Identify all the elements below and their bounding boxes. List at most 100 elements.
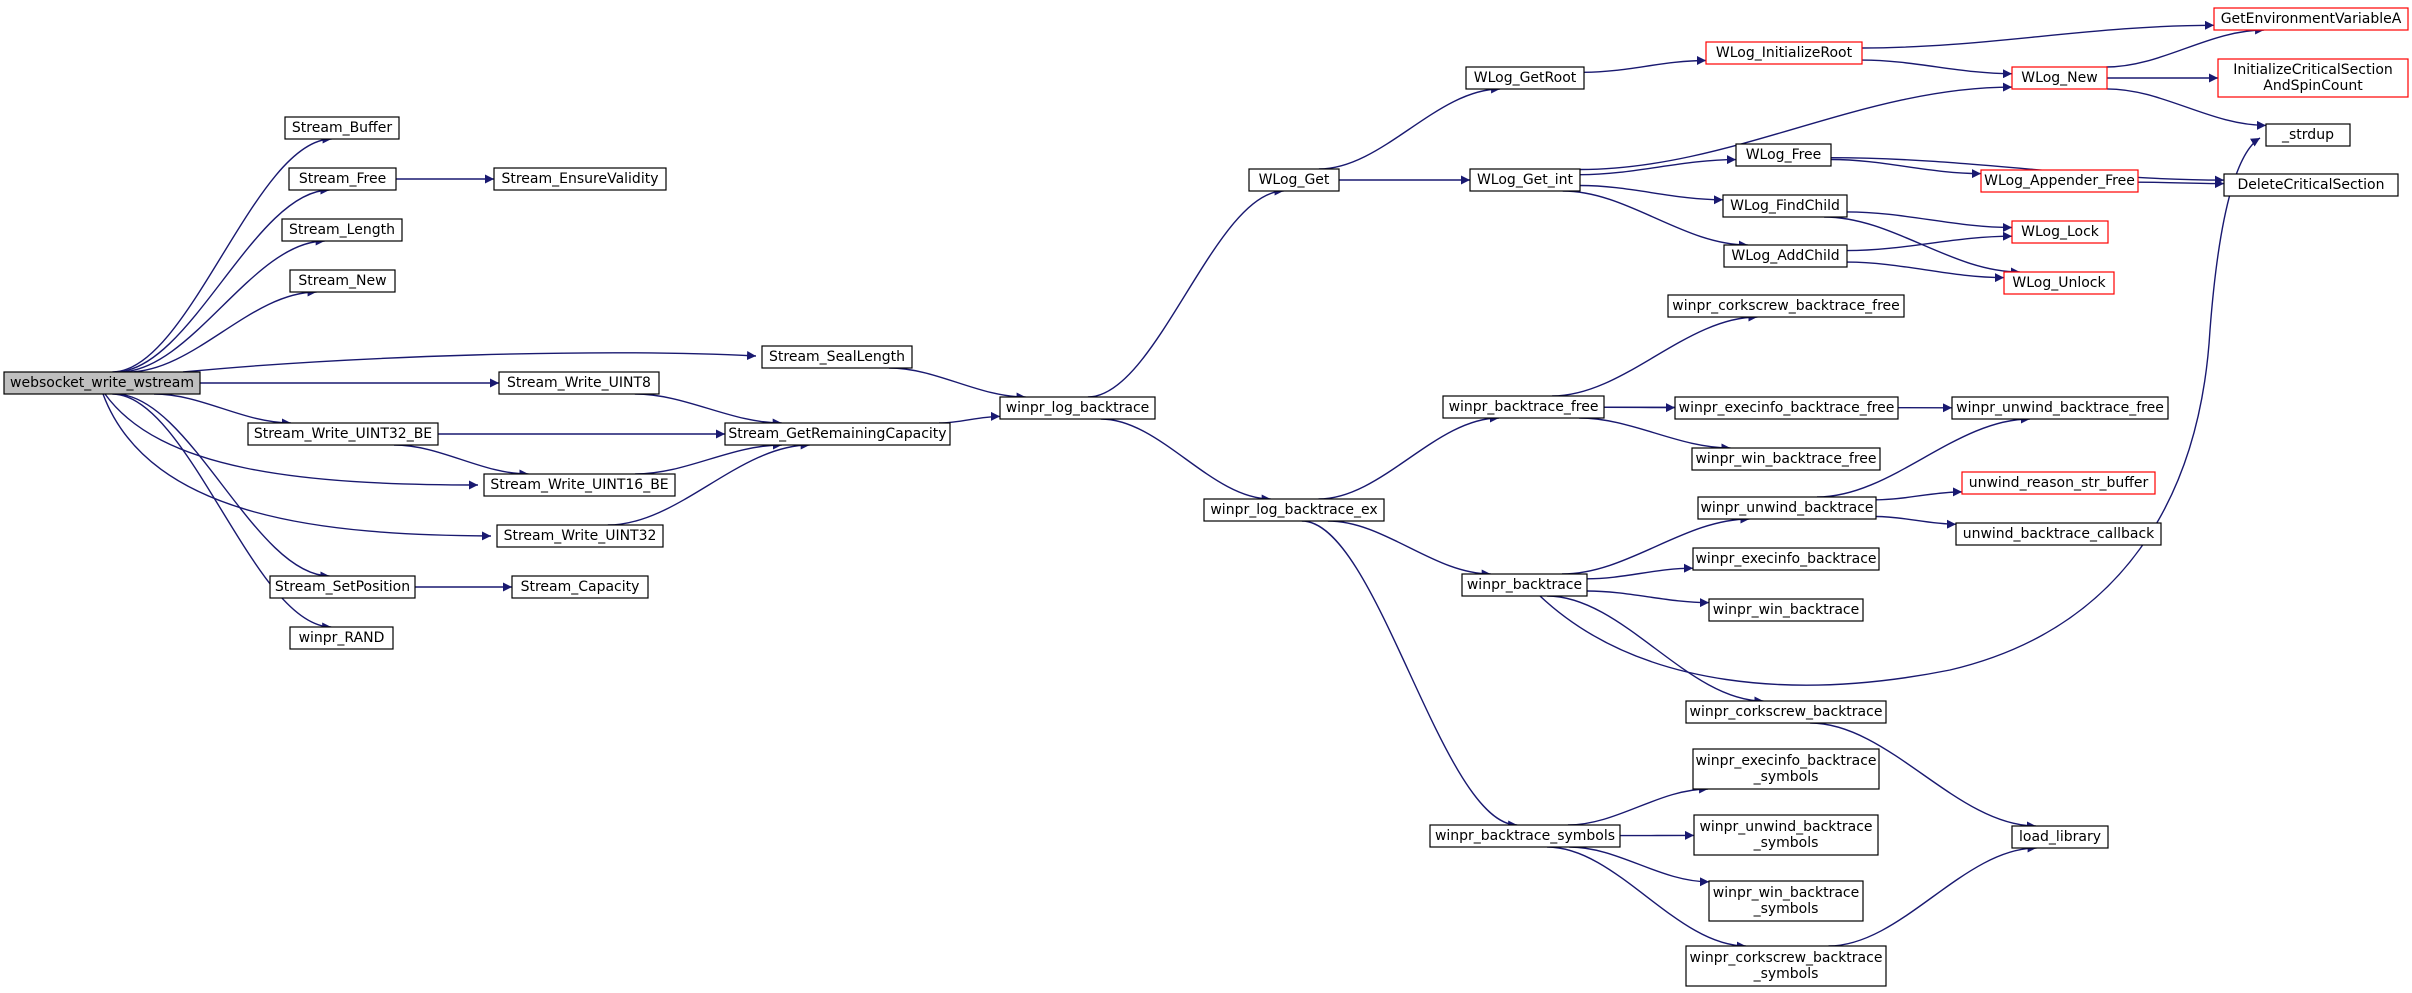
node-WLog_AddChild[interactable]: WLog_AddChild	[1723, 244, 1848, 268]
node-Stream_EnsureValidity[interactable]: Stream_EnsureValidity	[493, 167, 667, 191]
edge-WLog_Get_int-to-WLog_New	[1579, 82, 2013, 171]
edge-winpr_backtrace_free-to-winpr_corkscrew_backtrace_free	[1552, 312, 1758, 397]
node-Stream_Capacity[interactable]: Stream_Capacity	[511, 575, 649, 599]
node-WLog_Lock[interactable]: WLog_Lock	[2011, 220, 2109, 244]
node-box	[724, 422, 951, 446]
node-box	[247, 422, 439, 446]
edge-root-to-Stream_SealLength	[182, 351, 757, 373]
edge-Stream_GetRemainingCapacity-to-winpr_log_backtrace	[938, 411, 1001, 424]
node-box	[1461, 573, 1588, 597]
node-label: winpr_corkscrew_backtrace	[1690, 950, 1883, 966]
node-label: _symbols	[1753, 769, 1819, 785]
node-winpr_unwind_backtrace_free[interactable]: winpr_unwind_backtrace_free	[1951, 396, 2169, 420]
node-box	[289, 269, 396, 293]
node-box	[2213, 7, 2409, 31]
node-label: winpr_execinfo_backtrace	[1695, 551, 1876, 567]
node-WLog_Get[interactable]: WLog_Get	[1248, 168, 1340, 192]
node-WLog_Free[interactable]: WLog_Free	[1735, 143, 1832, 167]
node-Stream_Write_UINT32_BE[interactable]: Stream_Write_UINT32_BE	[247, 422, 439, 446]
edge-WLog_Free-to-WLog_Appender_Free	[1830, 158, 1982, 179]
node-winpr_unwind_backtrace_symbols[interactable]: winpr_unwind_backtrace_symbols	[1693, 814, 1879, 856]
node-Stream_Free[interactable]: Stream_Free	[288, 167, 397, 191]
node-load_library[interactable]: load_library	[2011, 825, 2109, 849]
node-Stream_Buffer[interactable]: Stream_Buffer	[284, 116, 400, 140]
node-label: Stream_Capacity	[521, 579, 640, 595]
node-winpr_win_backtrace_free[interactable]: winpr_win_backtrace_free	[1691, 447, 1881, 471]
node-winpr_corkscrew_backtrace[interactable]: winpr_corkscrew_backtrace	[1685, 700, 1887, 724]
node-winpr_log_backtrace[interactable]: winpr_log_backtrace	[999, 396, 1156, 420]
node-winpr_corkscrew_backtrace_free[interactable]: winpr_corkscrew_backtrace_free	[1667, 294, 1905, 318]
edge-root-to-Stream_Free	[114, 185, 330, 373]
node-WLog_InitializeRoot[interactable]: WLog_InitializeRoot	[1705, 41, 1863, 65]
node-winpr_unwind_backtrace[interactable]: winpr_unwind_backtrace	[1697, 496, 1877, 520]
edge-WLog_FindChild-to-WLog_Lock	[1846, 211, 2013, 232]
node-unwind_reason_str_buffer[interactable]: unwind_reason_str_buffer	[1961, 471, 2156, 495]
edge-winpr_backtrace-to-winpr_win_backtrace	[1586, 590, 1710, 608]
node-WLog_Get_int[interactable]: WLog_Get_int	[1469, 168, 1581, 192]
node-box	[1693, 814, 1879, 856]
node-label: Stream_Length	[289, 222, 395, 238]
node-box	[1951, 396, 2169, 420]
node-winpr_execinfo_backtrace_symbols[interactable]: winpr_execinfo_backtrace_symbols	[1692, 748, 1880, 790]
node-box	[511, 575, 649, 599]
node-WLog_GetRoot[interactable]: WLog_GetRoot	[1465, 66, 1585, 90]
node-label: winpr_log_backtrace	[1006, 400, 1150, 416]
node-label: WLog_Unlock	[2012, 275, 2106, 291]
node-label: winpr_log_backtrace_ex	[1210, 502, 1377, 518]
edge-WLog_GetRoot-to-WLog_InitializeRoot	[1583, 56, 1707, 73]
node-winpr_backtrace_free[interactable]: winpr_backtrace_free	[1442, 395, 1605, 419]
node-root[interactable]: websocket_write_wstream	[3, 371, 201, 395]
node-WLog_Unlock[interactable]: WLog_Unlock	[2003, 271, 2115, 295]
node-Stream_GetRemainingCapacity[interactable]: Stream_GetRemainingCapacity	[724, 422, 951, 446]
node-unwind_backtrace_callback[interactable]: unwind_backtrace_callback	[1955, 522, 2162, 546]
node-Stream_New[interactable]: Stream_New	[289, 269, 396, 293]
node-box	[1697, 496, 1877, 520]
node-box	[1674, 396, 1899, 420]
node-WLog_New[interactable]: WLog_New	[2011, 66, 2108, 90]
node-winpr_win_backtrace[interactable]: winpr_win_backtrace	[1708, 598, 1864, 622]
node-Stream_Write_UINT8[interactable]: Stream_Write_UINT8	[498, 371, 660, 395]
node-_strdup[interactable]: _strdup	[2265, 123, 2351, 147]
node-label: unwind_backtrace_callback	[1963, 526, 2155, 542]
node-label: websocket_write_wstream	[10, 375, 194, 391]
edge-root-to-Stream_Write_UINT32_BE	[153, 393, 292, 428]
edge-Stream_Write_UINT32-to-Stream_GetRemainingCapacity	[607, 440, 810, 526]
node-DeleteCriticalSection[interactable]: DeleteCriticalSection	[2223, 173, 2399, 197]
edge-winpr_backtrace-to-winpr_unwind_backtrace	[1561, 514, 1750, 575]
node-label: winpr_win_backtrace	[1713, 602, 1859, 618]
node-box	[498, 371, 660, 395]
node-winpr_execinfo_backtrace_free[interactable]: winpr_execinfo_backtrace_free	[1674, 396, 1899, 420]
node-winpr_win_backtrace_symbols[interactable]: winpr_win_backtrace_symbols	[1708, 880, 1864, 922]
node-WLog_Appender_Free[interactable]: WLog_Appender_Free	[1980, 169, 2139, 193]
node-Stream_Write_UINT16_BE[interactable]: Stream_Write_UINT16_BE	[483, 473, 676, 497]
edge-root-to-Stream_Length	[119, 236, 325, 373]
node-label: Stream_Write_UINT8	[507, 375, 651, 391]
node-Stream_SetPosition[interactable]: Stream_SetPosition	[269, 575, 416, 599]
node-box	[2223, 173, 2399, 197]
node-winpr_log_backtrace_ex[interactable]: winpr_log_backtrace_ex	[1203, 498, 1385, 522]
node-label: Stream_Buffer	[292, 120, 392, 136]
node-label: Stream_GetRemainingCapacity	[728, 426, 946, 442]
node-label: Stream_Write_UINT16_BE	[490, 477, 668, 493]
node-winpr_backtrace_symbols[interactable]: winpr_backtrace_symbols	[1429, 824, 1621, 848]
node-Stream_Write_UINT32[interactable]: Stream_Write_UINT32	[496, 524, 664, 548]
node-winpr_corkscrew_backtrace_symbols[interactable]: winpr_corkscrew_backtrace_symbols	[1685, 945, 1887, 987]
edge-winpr_log_backtrace-to-winpr_log_backtrace_ex	[1100, 418, 1271, 504]
node-WLog_FindChild[interactable]: WLog_FindChild	[1722, 194, 1848, 218]
edge-winpr_corkscrew_backtrace_symbols-to-load_library	[1828, 843, 2037, 947]
node-winpr_execinfo_backtrace[interactable]: winpr_execinfo_backtrace	[1692, 547, 1880, 571]
edge-WLog_Get_int-to-WLog_AddChild	[1562, 190, 1748, 250]
node-winpr_backtrace[interactable]: winpr_backtrace	[1461, 573, 1588, 597]
node-box	[2003, 271, 2115, 295]
node-winpr_RAND[interactable]: winpr_RAND	[289, 626, 394, 650]
node-label: _symbols	[1753, 901, 1819, 917]
node-Stream_SealLength[interactable]: Stream_SealLength	[761, 345, 913, 369]
node-label: Stream_EnsureValidity	[501, 171, 658, 187]
node-Stream_Length[interactable]: Stream_Length	[281, 218, 403, 242]
edge-WLog_Get_int-to-WLog_Free	[1579, 155, 1737, 176]
node-box	[496, 524, 664, 548]
node-GetEnvironmentVariableA[interactable]: GetEnvironmentVariableA	[2213, 7, 2409, 31]
node-label: winpr_unwind_backtrace	[1699, 819, 1872, 835]
node-box	[1203, 498, 1385, 522]
